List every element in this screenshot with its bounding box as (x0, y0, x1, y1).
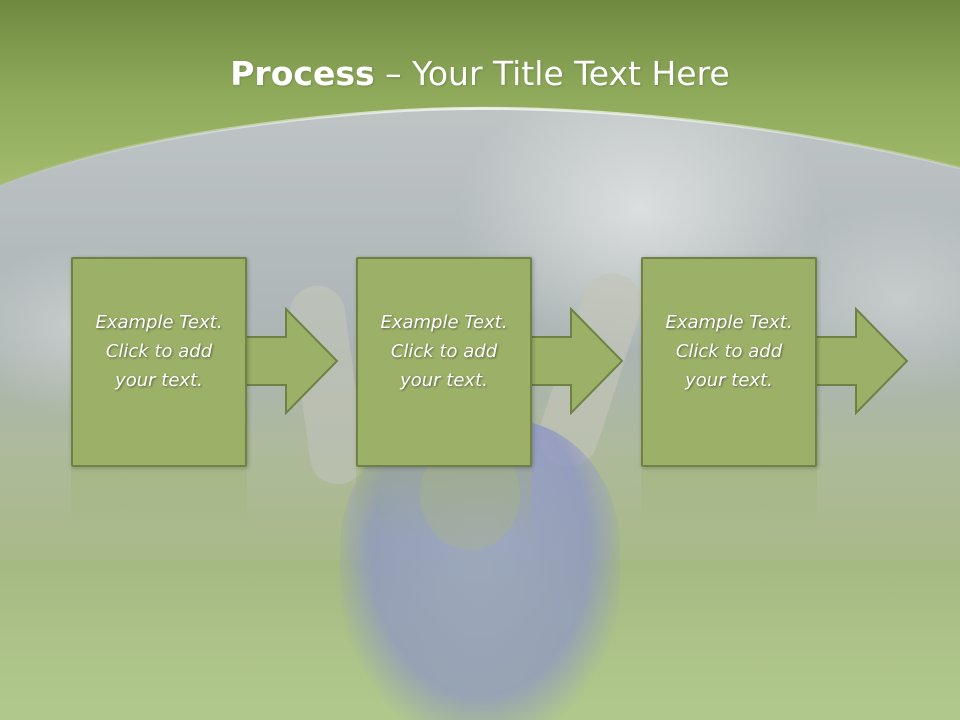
step-text-line: your text. (685, 369, 773, 391)
step-box[interactable]: Example Text. Click to add your text. (641, 257, 817, 467)
step-text[interactable]: Example Text. Click to add your text. (369, 308, 519, 395)
step-2-reflection (356, 468, 532, 538)
step-text-line: Click to add (390, 340, 498, 362)
step-box[interactable]: Example Text. Click to add your text. (356, 257, 532, 467)
step-text-line: Example Text. (95, 311, 223, 333)
process-step-2[interactable]: Example Text. Click to add your text. (356, 257, 536, 467)
step-3-reflection (641, 468, 817, 538)
step-text-line: Click to add (675, 340, 783, 362)
step-box[interactable]: Example Text. Click to add your text. (71, 257, 247, 467)
title-rest: – Your Title Text Here (374, 54, 730, 93)
step-1-reflection (71, 468, 247, 538)
step-text-line: Example Text. (665, 311, 793, 333)
process-step-3[interactable]: Example Text. Click to add your text. (641, 257, 821, 467)
step-text[interactable]: Example Text. Click to add your text. (654, 308, 804, 395)
header-band (0, 0, 960, 187)
slide-title[interactable]: Process – Your Title Text Here (0, 52, 960, 96)
step-text-line: your text. (400, 369, 488, 391)
arrow-right-icon (812, 307, 909, 415)
arrow-right-icon (242, 307, 339, 415)
title-bold: Process (230, 54, 375, 93)
step-text[interactable]: Example Text. Click to add your text. (84, 308, 234, 395)
step-text-line: Click to add (105, 340, 213, 362)
arrow-right-icon (527, 307, 624, 415)
process-step-1[interactable]: Example Text. Click to add your text. (71, 257, 251, 467)
step-text-line: your text. (115, 369, 203, 391)
step-text-line: Example Text. (380, 311, 508, 333)
